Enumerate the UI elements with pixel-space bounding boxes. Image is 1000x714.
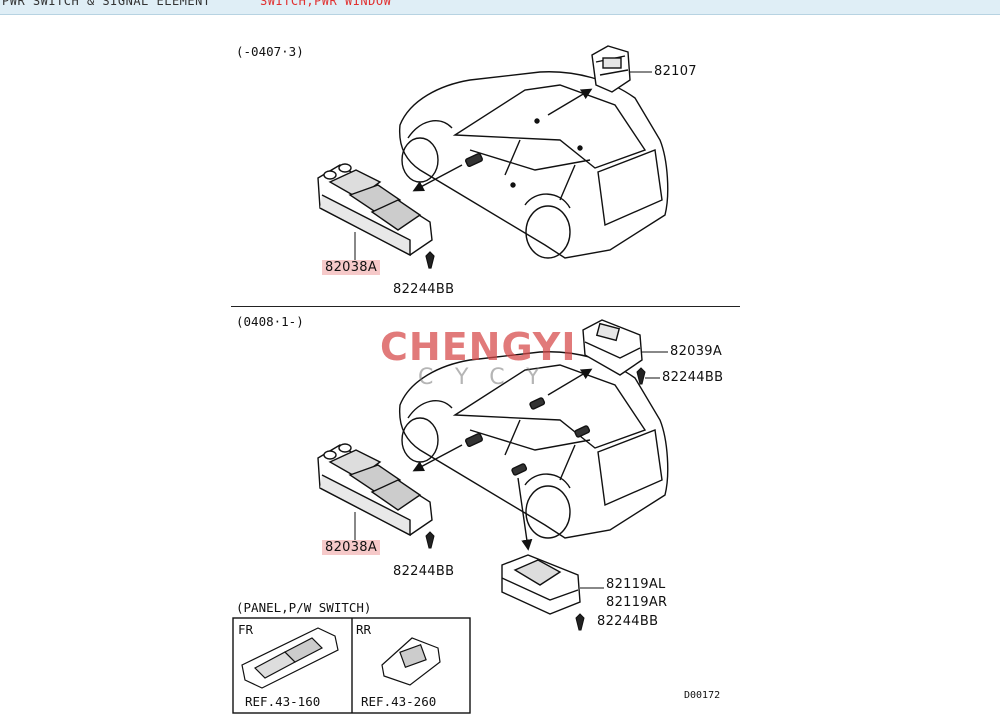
vehicle-illustration-top xyxy=(398,71,669,259)
part-82244BB-bottom-label[interactable]: 82244BB xyxy=(393,564,455,579)
panel-fr-ref[interactable]: REF.43-160 xyxy=(245,694,321,709)
panel-rr-label: RR xyxy=(356,622,372,637)
screw-top xyxy=(425,251,435,269)
header-category: PWR SWITCH & SIGNAL ELEMENT xyxy=(2,0,211,8)
part-82107-label[interactable]: 82107 xyxy=(654,64,697,79)
part-82119AL-label[interactable]: 82119AL xyxy=(606,577,666,592)
part-82244BB-roof-label[interactable]: 82244BB xyxy=(662,370,724,385)
rear-door-switch-bottom xyxy=(501,554,581,615)
section-divider xyxy=(231,306,740,307)
figure-code: D00172 xyxy=(684,690,721,701)
header-bar: PWR SWITCH & SIGNAL ELEMENT SWITCH,PWR W… xyxy=(0,0,1000,15)
top-range-label: (-0407·3) xyxy=(236,44,304,59)
master-switch-top xyxy=(317,163,433,257)
header-part-name[interactable]: SWITCH,PWR WINDOW xyxy=(260,0,392,8)
part-82038A-top-label[interactable]: 82038A xyxy=(322,260,381,275)
roof-switch-bottom xyxy=(582,319,643,376)
watermark: CHENGYI CYCY xyxy=(380,325,610,395)
part-82244BB-rear-label[interactable]: 82244BB xyxy=(597,614,659,629)
panel-box xyxy=(232,617,471,714)
part-82119AR-label[interactable]: 82119AR xyxy=(606,595,668,610)
panel-rr-ref[interactable]: REF.43-260 xyxy=(361,694,437,709)
watermark-sub: CYCY xyxy=(418,365,562,390)
part-82039A-label[interactable]: 82039A xyxy=(670,344,723,359)
part-82038A-bottom-label[interactable]: 82038A xyxy=(322,540,381,555)
rear-switch-top xyxy=(591,45,631,93)
part-82244BB-top-label[interactable]: 82244BB xyxy=(393,282,455,297)
rr-panel-drawing xyxy=(381,637,441,686)
vehicle-illustration-bottom xyxy=(398,351,669,539)
panel-fr-label: FR xyxy=(238,622,254,637)
panel-title: (PANEL,P/W SWITCH) xyxy=(236,600,372,615)
bottom-range-label: (0408·1-) xyxy=(236,314,304,329)
master-switch-bottom xyxy=(317,443,433,537)
fr-panel-drawing xyxy=(241,627,339,689)
watermark-main: CHENGYI xyxy=(380,325,577,369)
